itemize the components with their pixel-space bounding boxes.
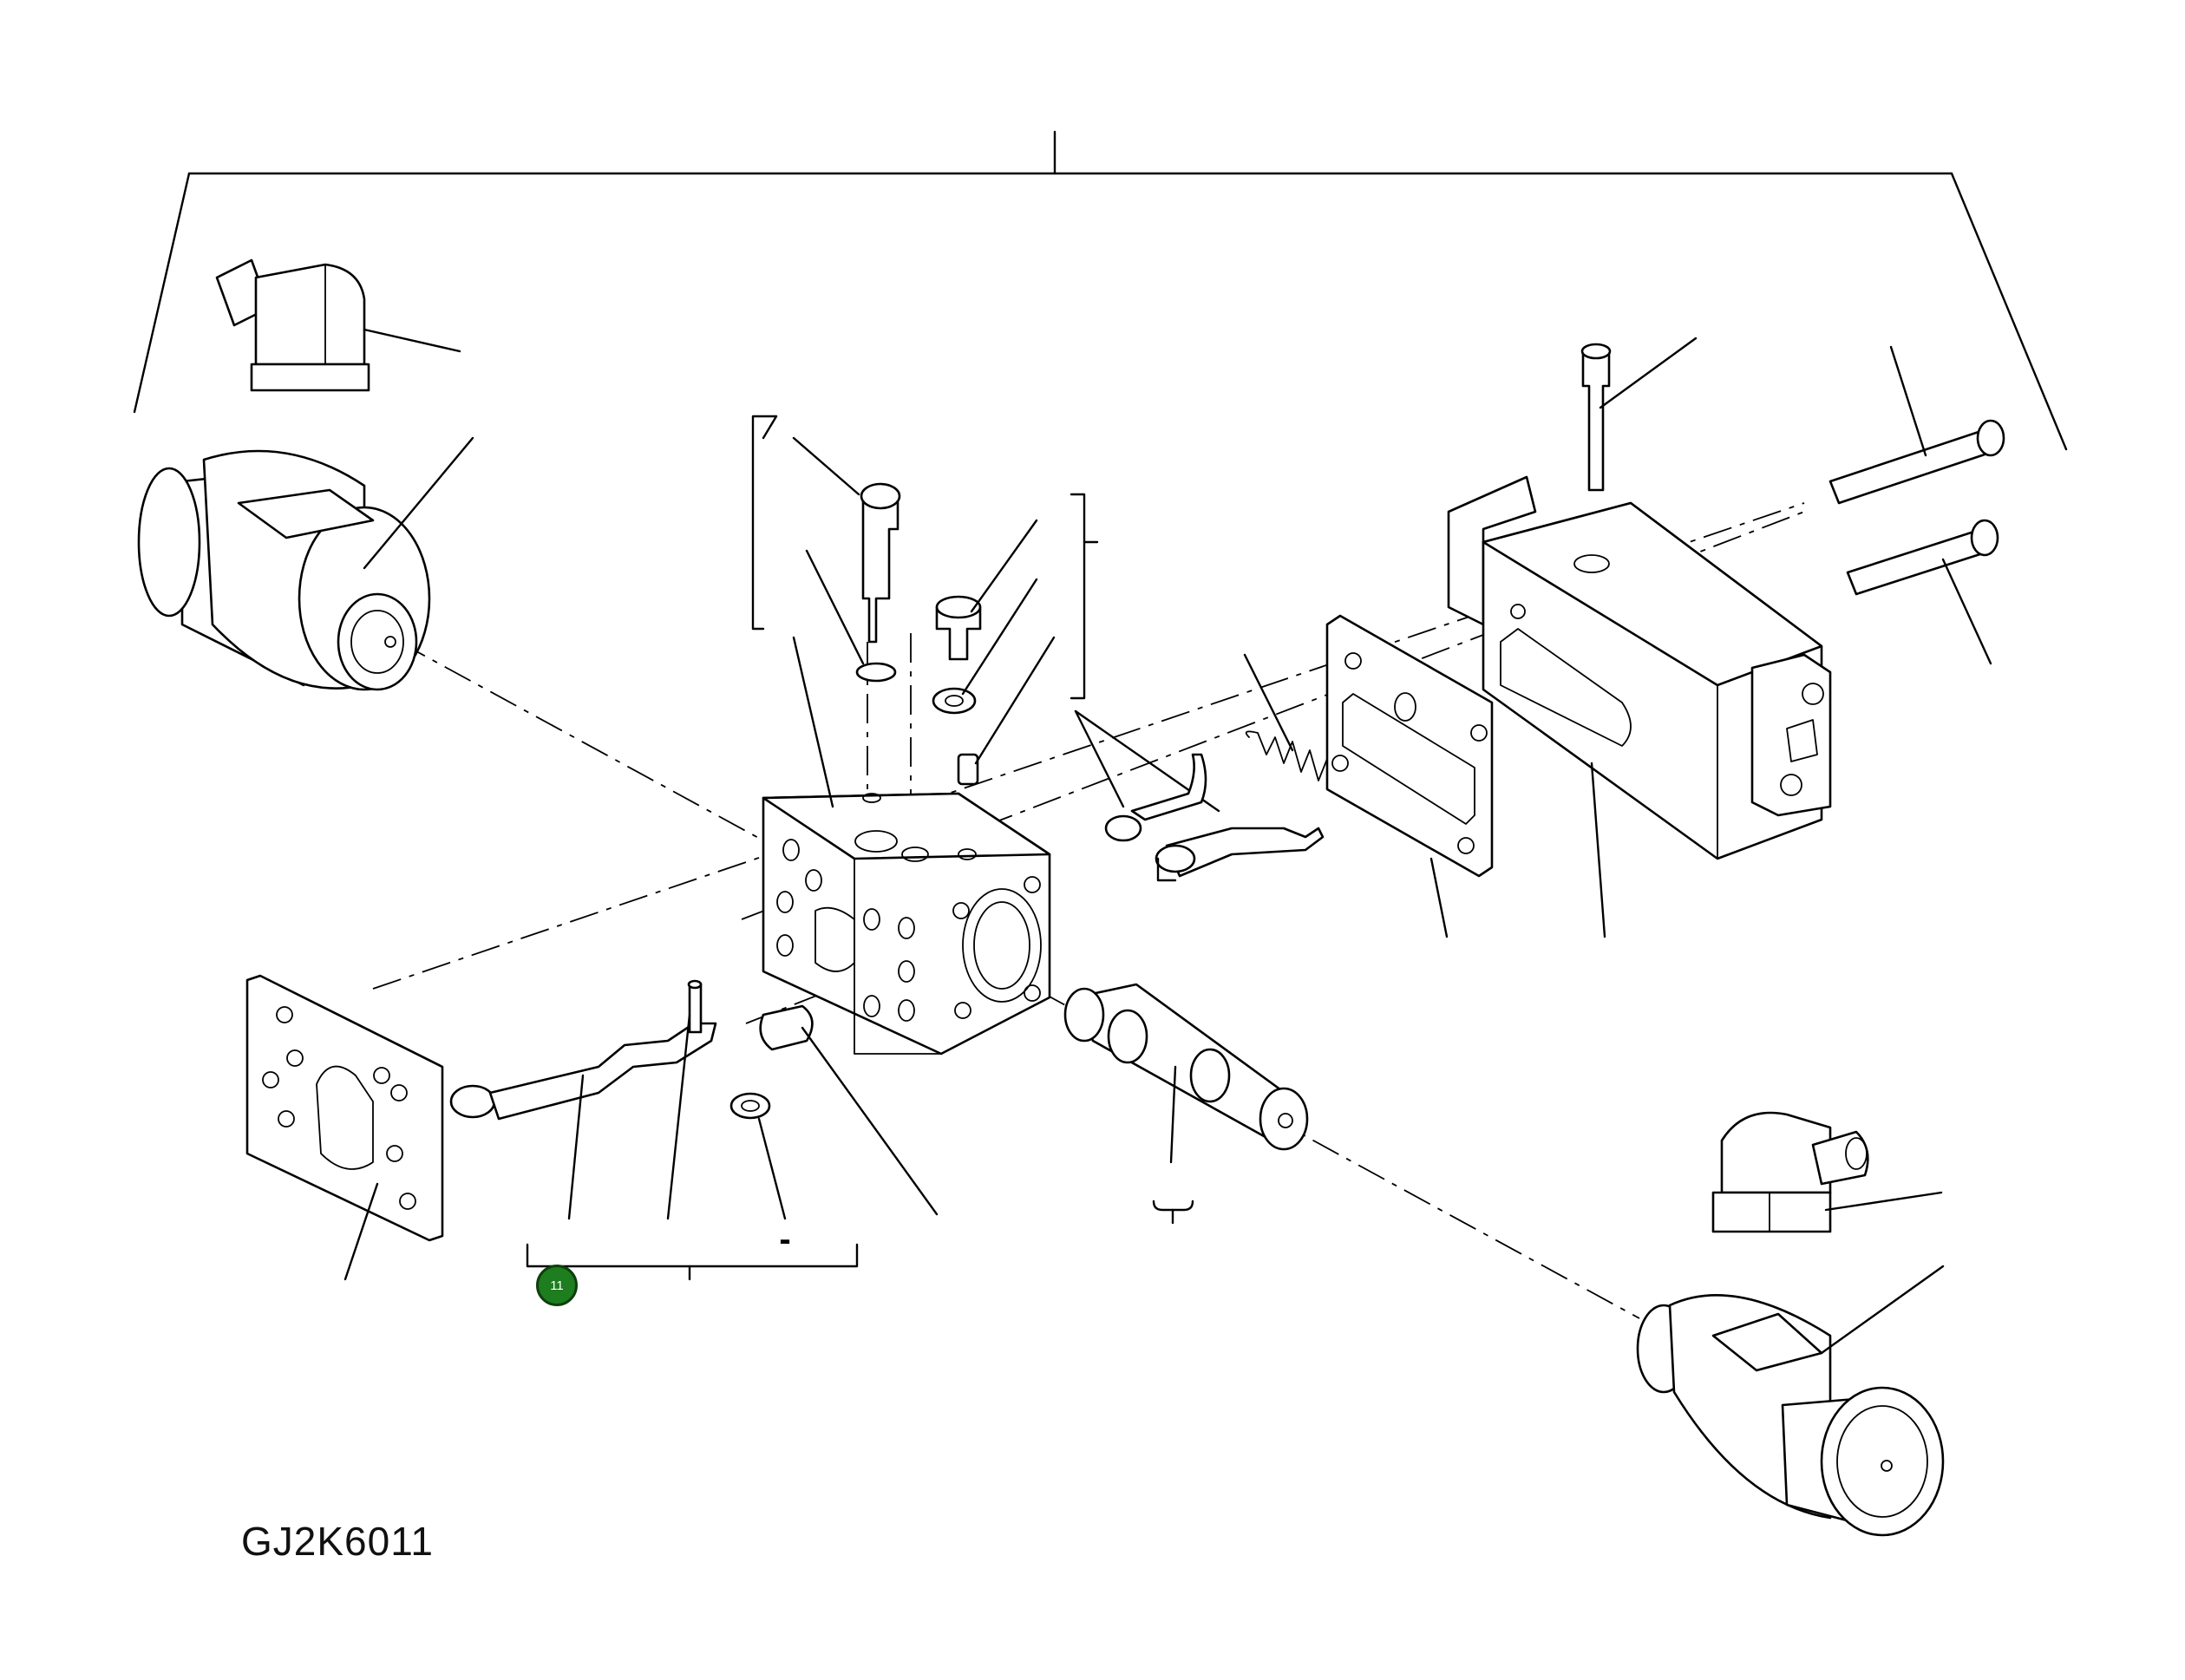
assembly-bracket — [133, 130, 2068, 451]
connector-plug-top-left — [215, 258, 461, 392]
drawing-code: GJ2K6011 — [241, 1519, 434, 1564]
connector-plug-bottom-right — [1711, 1111, 1943, 1233]
plug-screw-group — [932, 493, 1099, 786]
screw-group-top — [751, 415, 901, 683]
callout-badge[interactable]: 11 — [536, 1265, 578, 1306]
gasket-right — [1325, 614, 1494, 938]
lower-bracket — [526, 1243, 859, 1281]
lever-parts — [1074, 709, 1325, 882]
gasket-left — [245, 974, 444, 1281]
spool — [1063, 983, 1309, 1225]
solenoid-coil-right — [1636, 1265, 1945, 1537]
dash-mark: - — [779, 1220, 790, 1258]
bolts-right — [1580, 337, 2005, 665]
valve-body-block — [762, 636, 1051, 1056]
pin-and-washer — [729, 1004, 939, 1220]
solenoid-coil-left — [137, 436, 474, 691]
lever-arm — [449, 979, 717, 1220]
valve-housing-right — [1447, 475, 1832, 938]
